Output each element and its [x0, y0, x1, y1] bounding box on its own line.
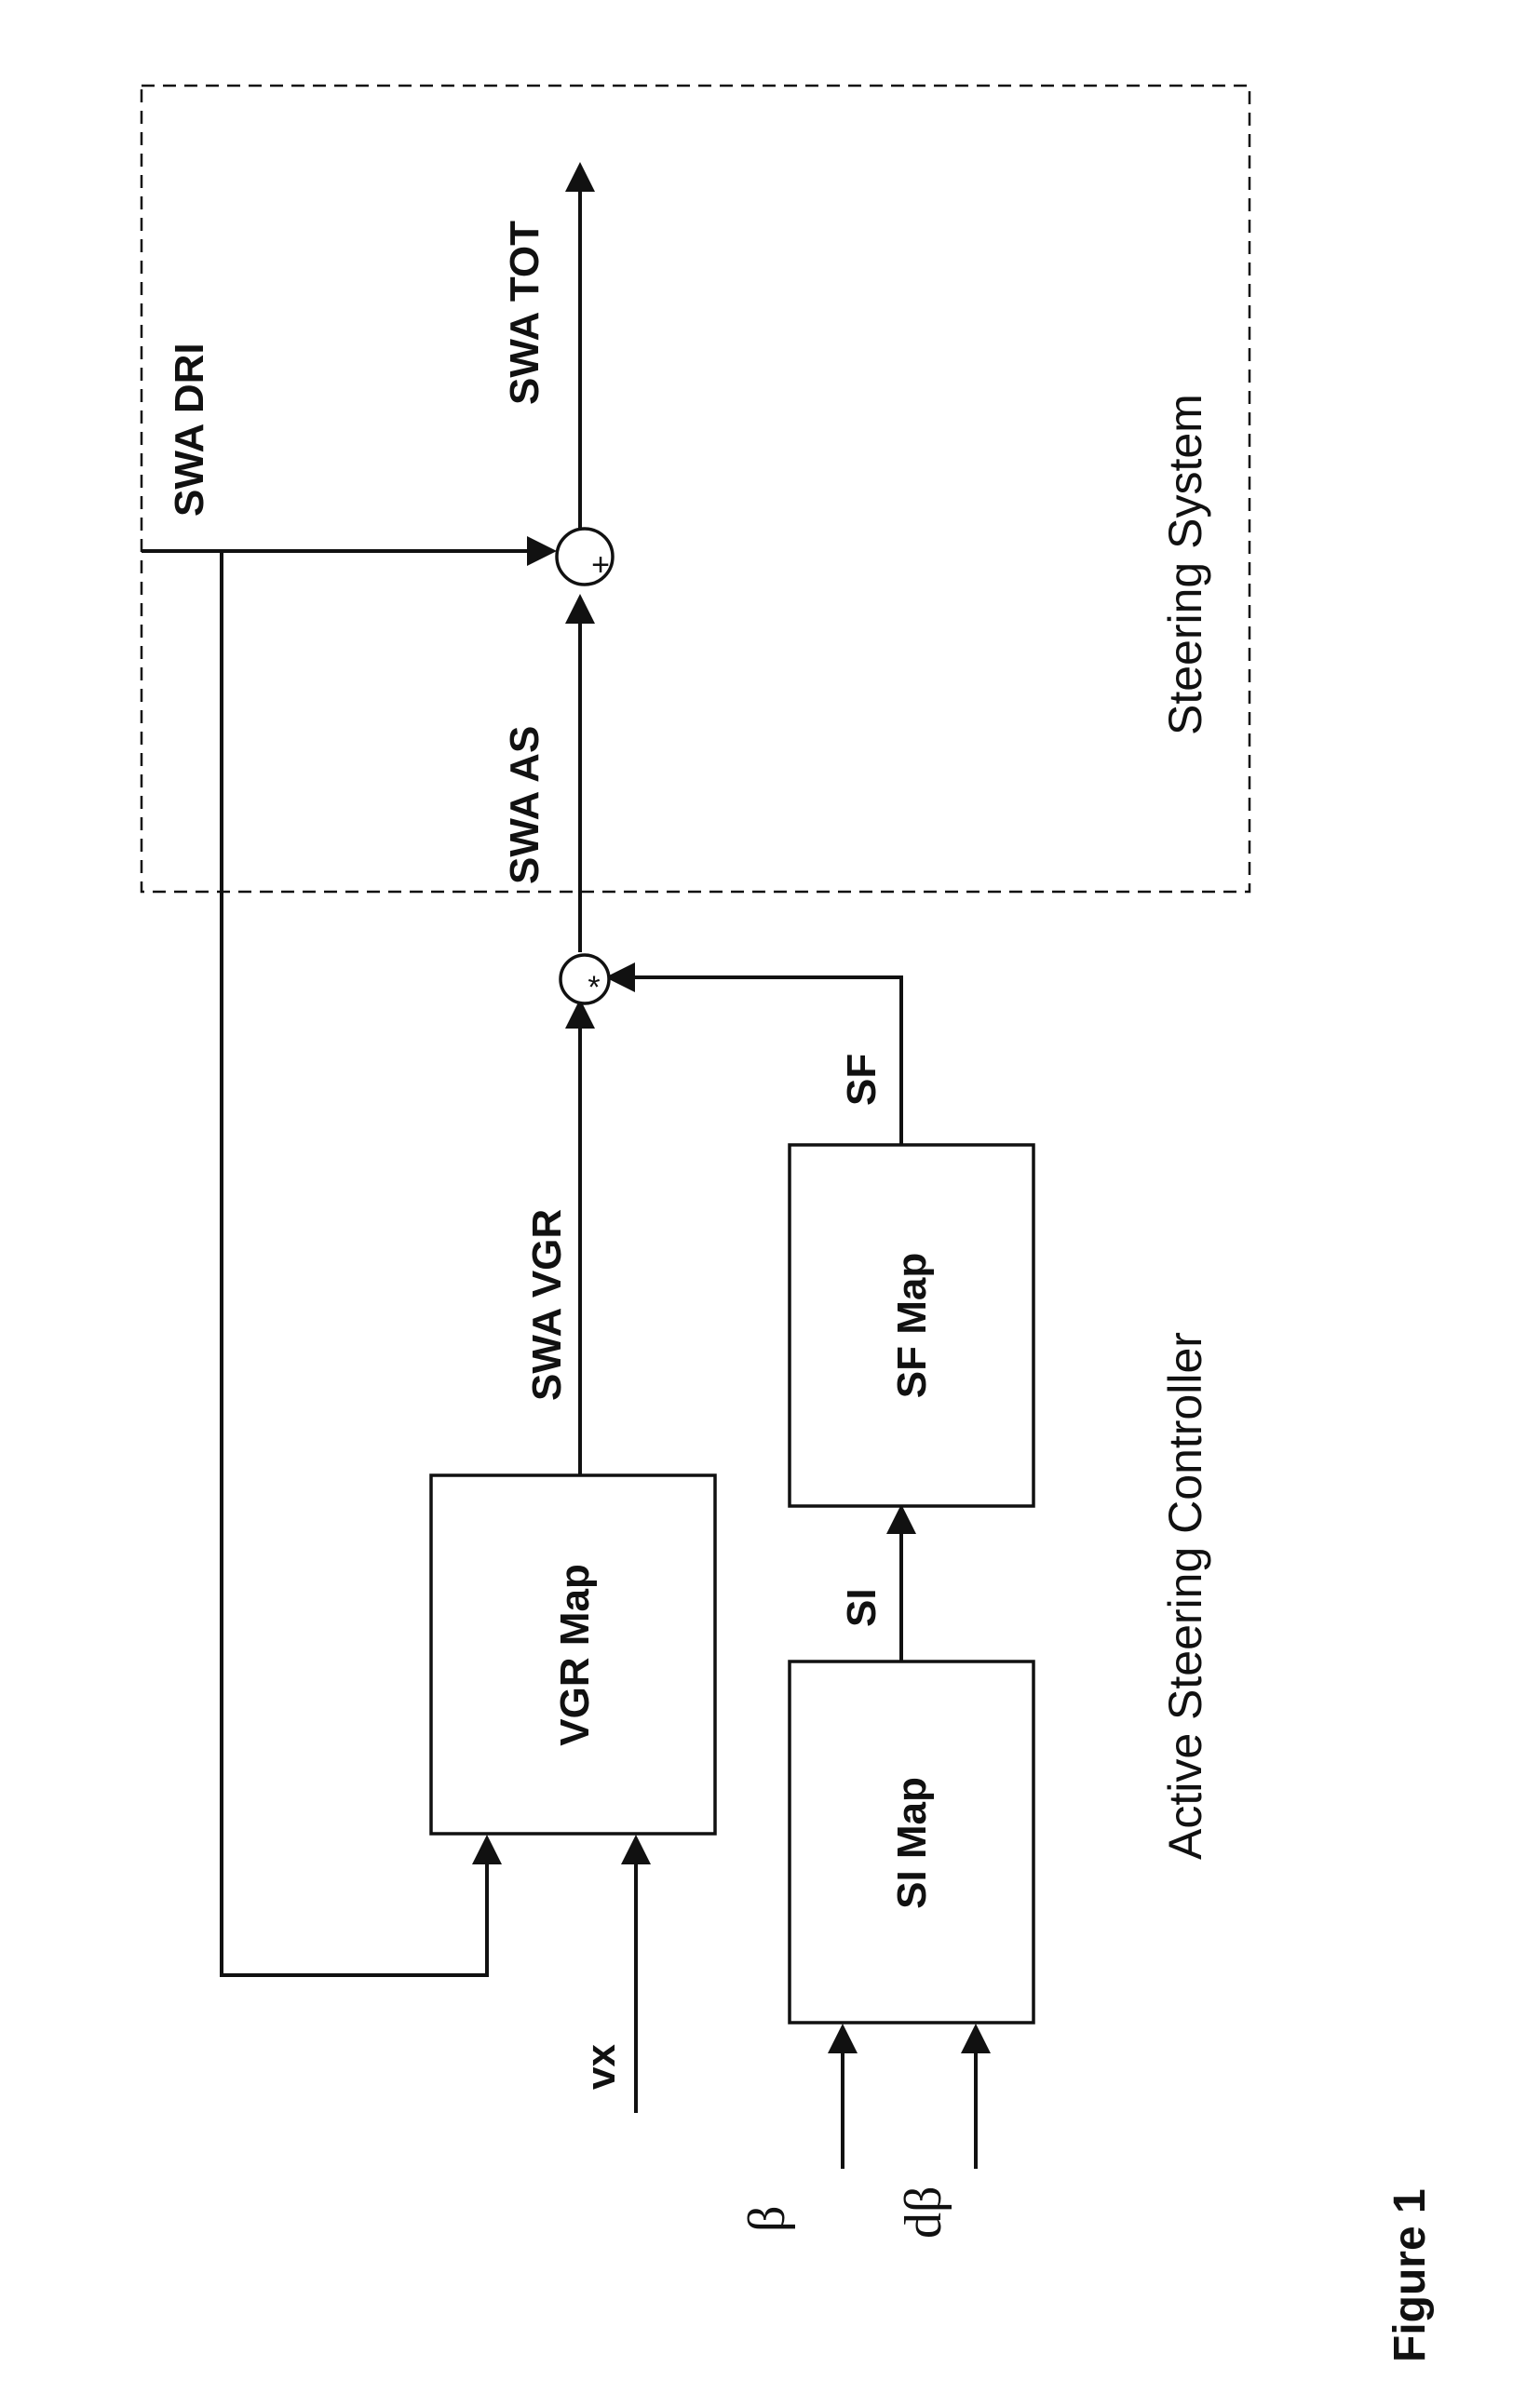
swa-vgr-label: SWA VGR [524, 1209, 570, 1401]
beta-label: β [738, 2206, 796, 2233]
vgr-map-label: VGR Map [552, 1564, 598, 1746]
active-steering-controller-label: Active Steering Controller [1159, 1332, 1211, 1860]
si-map-label: SI Map [889, 1777, 935, 1909]
sum-symbol: + [591, 547, 610, 583]
figure-caption: Figure 1 [1385, 2188, 1435, 2362]
d-beta-label: dβ [895, 2186, 952, 2240]
sf-map-label: SF Map [889, 1253, 935, 1398]
swa-tot-label: SWA TOT [502, 221, 547, 405]
vx-label: vx [578, 2044, 624, 2090]
steering-system-boundary [142, 86, 1250, 892]
steering-system-label: Steering System [1159, 394, 1211, 735]
multiply-symbol: * [588, 970, 600, 1005]
swa-as-label: SWA AS [502, 726, 547, 884]
multiply-junction [561, 955, 609, 1003]
swa-dri-label: SWA DRI [167, 343, 212, 517]
si-label: SI [839, 1588, 885, 1627]
sf-label: SF [839, 1054, 885, 1106]
